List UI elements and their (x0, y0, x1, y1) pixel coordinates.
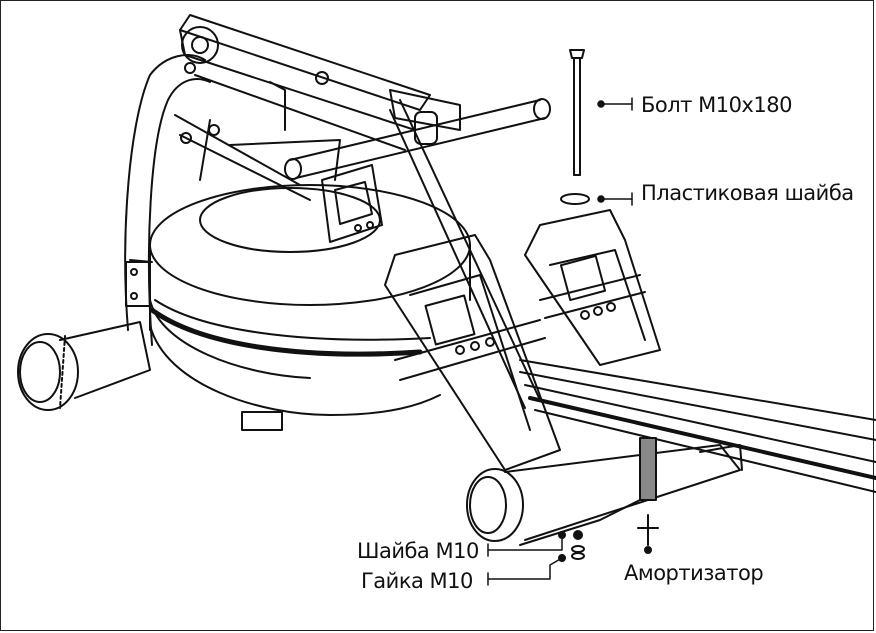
water-tank (149, 184, 471, 431)
leader-lines (487, 97, 633, 586)
small-parts (558, 530, 585, 562)
plastic-washer-part (560, 193, 590, 205)
linkage (174, 114, 341, 201)
rear-foot (466, 444, 743, 546)
foot-plate-right (524, 209, 661, 366)
callout-plastic-washer: Пластиковая шайба (641, 181, 854, 205)
shock-absorber-part (637, 437, 659, 554)
callout-nut-m10: Гайка М10 (361, 569, 473, 593)
callout-shock-absorber: Амортизатор (624, 561, 764, 585)
front-foot-left (17, 321, 151, 411)
callout-washer-m10: Шайба М10 (357, 539, 479, 563)
bolt-part (569, 49, 585, 176)
callout-bolt: Болт М10х180 (641, 93, 792, 117)
rear-frame (124, 54, 211, 346)
top-arm (179, 14, 461, 151)
foot-plate-left (384, 234, 561, 471)
rail (389, 99, 876, 493)
monitor (321, 164, 383, 243)
